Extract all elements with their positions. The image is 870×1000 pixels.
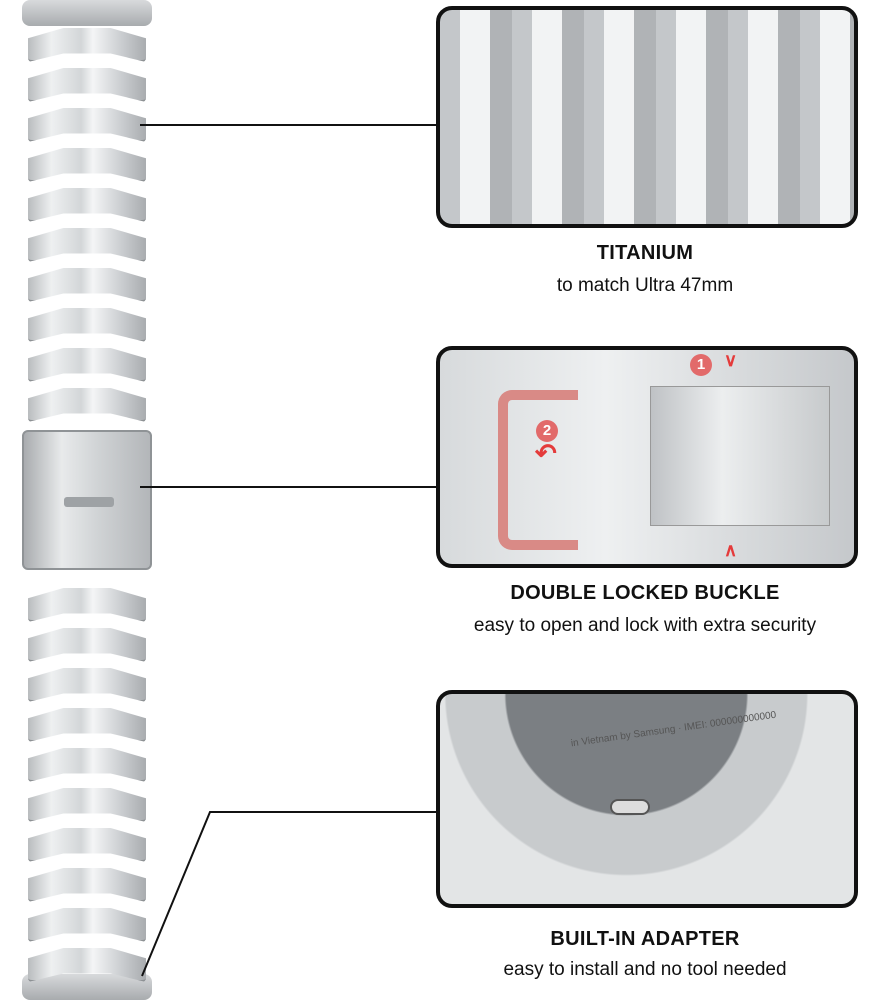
buckle-closeup-panel: 1 ∨ 2 ↶ ∧ — [436, 346, 858, 568]
pointer-line-adapter — [141, 811, 436, 977]
band-buckle — [22, 430, 152, 570]
pointer-line-titanium — [140, 124, 436, 126]
engraving-text: in Vietnam by Samsung · IMEI: 0000000000… — [570, 709, 777, 750]
band-link — [28, 628, 146, 662]
caption-adapter: BUILT-IN ADAPTER easy to install and no … — [420, 928, 870, 981]
band-link — [28, 868, 146, 902]
band-link — [28, 228, 146, 262]
band-link — [28, 668, 146, 702]
band-link — [28, 588, 146, 622]
feature-title: TITANIUM — [596, 242, 694, 264]
feature-title: BUILT-IN ADAPTER — [550, 928, 740, 950]
band-link — [28, 148, 146, 182]
band-link — [28, 28, 146, 62]
chevron-up-icon: ∧ — [724, 540, 738, 560]
band-top-end — [22, 0, 152, 26]
band-link — [28, 108, 146, 142]
feature-subtitle: easy to install and no tool needed — [503, 959, 787, 980]
feature-title: DOUBLE LOCKED BUCKLE — [510, 582, 780, 604]
band-bottom-end — [22, 974, 152, 1000]
band-link — [28, 748, 146, 782]
buckle-cover-image — [650, 386, 830, 526]
clasp-image — [498, 390, 578, 550]
band-link — [28, 308, 146, 342]
release-button-image — [610, 799, 650, 815]
band-link — [28, 828, 146, 862]
watch-band-image — [22, 0, 152, 1000]
band-link — [28, 708, 146, 742]
step-badge-1: 1 — [690, 354, 712, 376]
band-link — [28, 908, 146, 942]
feature-subtitle: to match Ultra 47mm — [556, 275, 734, 296]
step-badge-2: 2 — [536, 420, 558, 442]
band-link — [28, 348, 146, 382]
band-link — [28, 388, 146, 422]
titanium-closeup-panel — [436, 6, 858, 228]
adapter-closeup-panel: in Vietnam by Samsung · IMEI: 0000000000… — [436, 690, 858, 908]
band-link — [28, 268, 146, 302]
band-link — [28, 68, 146, 102]
band-link — [28, 788, 146, 822]
curved-arrow-icon: ↶ — [535, 438, 557, 468]
caption-buckle: DOUBLE LOCKED BUCKLE easy to open and lo… — [420, 582, 870, 637]
feature-subtitle: easy to open and lock with extra securit… — [473, 615, 817, 636]
chevron-down-icon: ∨ — [724, 350, 738, 370]
caption-titanium: TITANIUM to match Ultra 47mm — [420, 242, 870, 297]
band-link — [28, 188, 146, 222]
pointer-line-buckle — [140, 486, 436, 488]
